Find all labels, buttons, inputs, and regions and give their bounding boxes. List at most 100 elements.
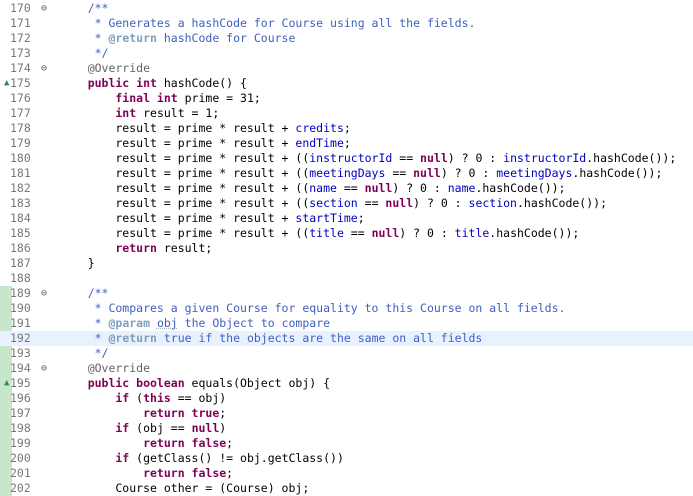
code-line[interactable]: 178 result = prime * result + credits; — [0, 121, 693, 136]
code-text: return false; — [60, 436, 233, 451]
code-line[interactable]: 174 ⊖ @Override — [0, 61, 693, 76]
code-token: equals(Object obj) { — [184, 376, 331, 390]
code-token: ) ? 0 : — [392, 181, 448, 195]
code-line[interactable]: ▲195 public boolean equals(Object obj) { — [0, 376, 693, 391]
code-text: * Generates a hashCode for Course using … — [60, 16, 476, 31]
code-token: result = prime * result + (( — [60, 181, 310, 195]
code-line[interactable]: 181 result = prime * result + ((meetingD… — [0, 166, 693, 181]
code-token: result = prime * result + (( — [60, 196, 310, 210]
code-line[interactable]: 194⊖ @Override — [0, 361, 693, 376]
code-token: return false — [60, 466, 227, 480]
code-token: .hashCode()); — [572, 166, 663, 180]
code-line[interactable]: 187 } — [0, 256, 693, 271]
fold-collapse-icon[interactable]: ⊖ — [41, 63, 48, 74]
code-text: * Compares a given Course for equality t… — [60, 301, 566, 316]
code-text: result = prime * result + endTime; — [60, 136, 350, 151]
code-line[interactable]: 186 return result; — [0, 241, 693, 256]
line-number: 183 — [10, 196, 31, 210]
override-triangle-icon: ▲ — [4, 78, 10, 88]
code-token: public boolean — [60, 376, 185, 390]
code-text: * @return true if the objects are the sa… — [60, 331, 483, 346]
code-token: hashCode() { — [156, 76, 247, 90]
code-token: ; — [357, 211, 365, 225]
line-number: 195 — [10, 376, 31, 390]
code-line[interactable]: 192 * @return true if the objects are th… — [0, 331, 693, 346]
code-line[interactable]: 177 int result = 1; — [0, 106, 693, 121]
code-text: if (obj == null) — [60, 421, 226, 436]
code-text: result = prime * result + ((meetingDays … — [60, 166, 662, 181]
code-line[interactable]: 170⊖ /** — [0, 1, 693, 16]
fold-collapse-icon[interactable]: ⊖ — [41, 3, 48, 14]
code-token: == obj) — [170, 391, 227, 405]
code-token: ) ? 0 : — [413, 196, 469, 210]
fold-collapse-icon[interactable]: ⊖ — [41, 288, 48, 299]
code-line[interactable]: 200 if (getClass() != obj.getClass()) — [0, 451, 693, 466]
code-text: result = prime * result + ((name == null… — [60, 181, 565, 196]
code-token: * Generates a hashCode for Course using … — [60, 16, 476, 30]
code-token: null — [420, 151, 448, 165]
code-token: int — [60, 106, 137, 120]
code-line[interactable]: 183 result = prime * result + ((section … — [0, 196, 693, 211]
line-number: 178 — [10, 121, 31, 135]
code-line[interactable]: 173 */ — [0, 46, 693, 61]
code-line[interactable]: 179 result = prime * result + endTime; — [0, 136, 693, 151]
code-token: == — [336, 181, 365, 195]
code-line[interactable]: 196 if (this == obj) — [0, 391, 693, 406]
code-line[interactable]: 201 return false; — [0, 466, 693, 481]
code-token: result = prime * result + — [60, 211, 296, 225]
code-token: credits — [295, 121, 344, 135]
code-line[interactable]: 171 * Generates a hashCode for Course us… — [0, 16, 693, 31]
code-token: ; — [343, 121, 351, 135]
line-number: 182 — [10, 181, 31, 195]
code-token: instructorId — [503, 151, 587, 165]
line-number: 174 — [10, 61, 31, 75]
code-line[interactable]: 176 final int prime = 31; — [0, 91, 693, 106]
code-token: title — [309, 226, 344, 240]
code-line[interactable]: 189⊖ /** — [0, 286, 693, 301]
code-line[interactable]: 184 result = prime * result + startTime; — [0, 211, 693, 226]
code-line[interactable]: 185 result = prime * result + ((title ==… — [0, 226, 693, 241]
code-token: ) ? 0 : — [447, 151, 504, 165]
code-line[interactable]: 188 — [0, 271, 693, 286]
code-line[interactable]: 197 return true; — [0, 406, 693, 421]
code-line[interactable]: 191 * @param obj the Object to compare — [0, 316, 693, 331]
code-line[interactable]: 172 * @return hashCode for Course — [0, 31, 693, 46]
line-number: 189 — [10, 286, 31, 300]
code-token: title — [454, 226, 490, 240]
override-triangle-icon: ▲ — [4, 378, 10, 388]
fold-collapse-icon[interactable]: ⊖ — [41, 363, 48, 374]
line-number: 196 — [10, 391, 31, 405]
code-token: @Override — [60, 361, 151, 375]
code-line[interactable]: 202 Course other = (Course) obj; — [0, 481, 693, 496]
line-number: 193 — [10, 346, 31, 360]
code-text: public boolean equals(Object obj) { — [60, 376, 330, 391]
line-number: 190 — [10, 301, 31, 315]
code-text: return false; — [60, 466, 233, 481]
line-number: 201 — [10, 466, 31, 480]
code-line[interactable]: 180 result = prime * result + ((instruct… — [0, 151, 693, 166]
code-token: null — [385, 196, 414, 210]
code-line[interactable]: ▲175 public int hashCode() { — [0, 76, 693, 91]
code-token: .hashCode()); — [586, 151, 677, 165]
code-token: ; — [226, 466, 234, 480]
line-number: 185 — [10, 226, 31, 240]
code-line[interactable]: 199 return false; — [0, 436, 693, 451]
code-token: /** — [60, 1, 109, 15]
code-token: null — [371, 226, 400, 240]
code-text: result = prime * result + ((title == nul… — [60, 226, 579, 241]
code-token: @return — [108, 331, 157, 345]
code-line[interactable]: 198 if (obj == null) — [0, 421, 693, 436]
code-token: @Override — [60, 61, 151, 75]
code-line[interactable]: 182 result = prime * result + ((name == … — [0, 181, 693, 196]
code-line[interactable]: 193 */ — [0, 346, 693, 361]
code-text: public int hashCode() { — [60, 76, 247, 91]
code-text: @Override — [60, 361, 150, 376]
code-token: instructorId — [309, 151, 393, 165]
code-token: ; — [226, 436, 234, 450]
code-token: result = prime * result + — [60, 136, 296, 150]
code-token: result; — [156, 241, 213, 255]
code-token: == — [343, 226, 372, 240]
code-line[interactable]: 190 * Compares a given Course for equali… — [0, 301, 693, 316]
code-token: section — [468, 196, 517, 210]
